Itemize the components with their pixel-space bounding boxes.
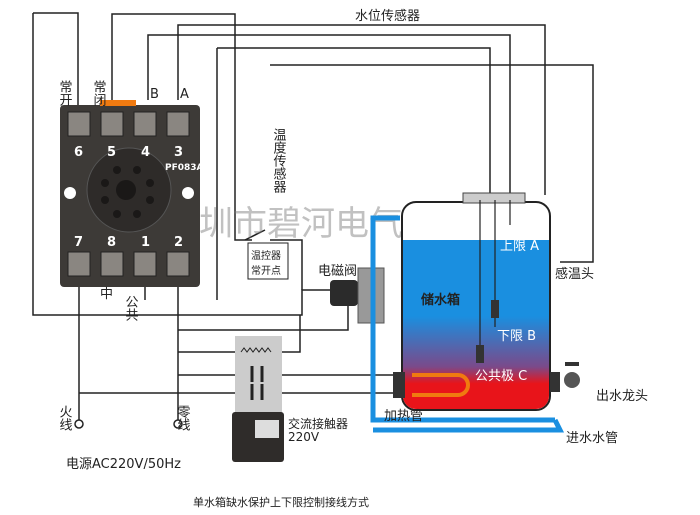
thermostat-contact: 温控器 常开点 bbox=[247, 242, 289, 280]
contactor-voltage: 220V bbox=[288, 430, 320, 444]
label-normally-closed: 常闭 bbox=[91, 80, 106, 107]
lower-limit-label: 下限 B bbox=[497, 329, 536, 344]
upper-limit-label: 上限 A bbox=[500, 239, 539, 254]
terminal-6: 6 bbox=[74, 145, 83, 160]
temp-probe-label: 感温头 bbox=[555, 266, 594, 282]
relay-socket: 6 5 4 3 PF083A 7 8 1 2 bbox=[60, 100, 204, 287]
thermostat-label-1: 温控器 bbox=[251, 249, 281, 262]
label-a: A bbox=[180, 87, 189, 102]
terminal-3: 3 bbox=[174, 145, 183, 160]
diagram-caption: 单水箱缺水保护上下限控制接线方式 bbox=[193, 495, 369, 509]
terminal-2: 2 bbox=[174, 235, 183, 250]
terminal-1: 1 bbox=[141, 235, 150, 250]
thermostat-label-2: 常开点 bbox=[251, 264, 281, 277]
water-level-sensor-label: 水位传感器 bbox=[355, 8, 420, 24]
terminal-7: 7 bbox=[74, 235, 83, 250]
label-normally-open: 常开 bbox=[57, 80, 73, 106]
water-tank bbox=[393, 192, 580, 411]
live-label: 火线 bbox=[57, 405, 73, 431]
neutral-label: 零线 bbox=[175, 405, 191, 431]
relay-model: PF083A bbox=[165, 163, 204, 173]
inlet-pipe-label: 进水水管 bbox=[566, 431, 618, 446]
inlet-pipe bbox=[370, 215, 555, 423]
ac-contactor bbox=[232, 336, 284, 462]
common-electrode-label: 公共极 C bbox=[475, 369, 527, 384]
outlet-tap-label: 出水龙头 bbox=[596, 389, 648, 404]
contactor-label: 交流接触器 bbox=[288, 416, 348, 431]
terminal-5: 5 bbox=[107, 145, 116, 160]
solenoid-valve-label: 电磁阀 bbox=[318, 264, 357, 279]
tank-label: 储水箱 bbox=[420, 292, 460, 308]
label-mid: 中 bbox=[100, 287, 113, 302]
heater-label: 加热管 bbox=[384, 409, 423, 424]
temp-sensor-label: 温度传感器 bbox=[271, 128, 287, 194]
label-common: 公共 bbox=[123, 295, 139, 321]
inlet-pipe-bottom bbox=[373, 418, 565, 433]
power-label: 电源AC220V/50Hz bbox=[66, 457, 181, 472]
label-b: B bbox=[150, 87, 159, 102]
terminal-4: 4 bbox=[141, 145, 150, 160]
terminal-8: 8 bbox=[107, 235, 116, 250]
